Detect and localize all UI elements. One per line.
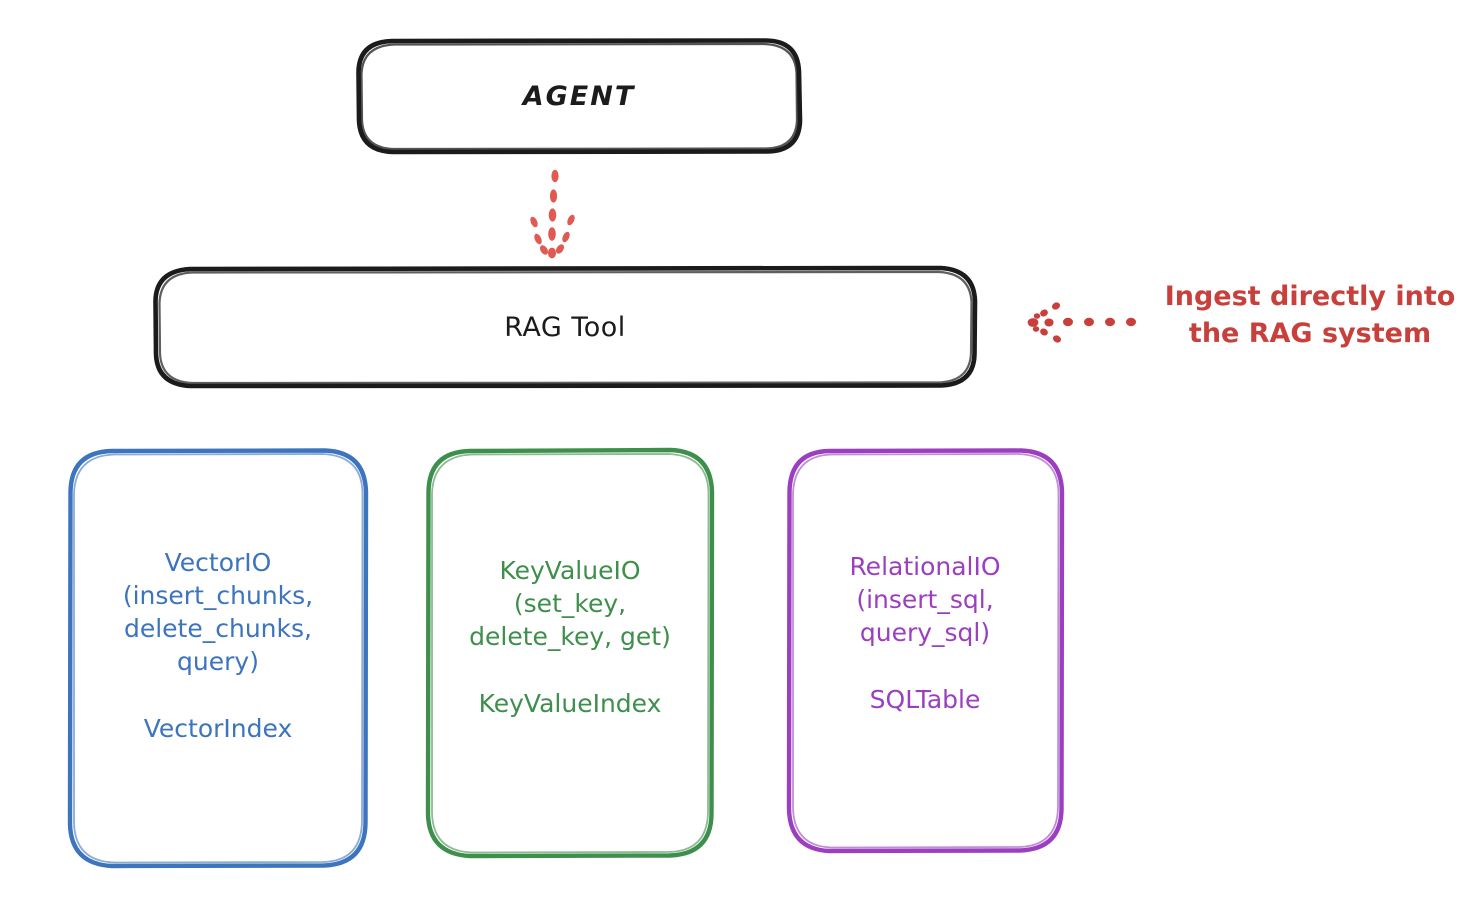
rag-tool-box-outline <box>153 265 978 389</box>
key-value-io-index-label: KeyValueIndex <box>478 689 662 718</box>
vector-io-index-label: VectorIndex <box>143 714 293 743</box>
vector-io-api-label: VectorIO (insert_chunks, delete_chunks, … <box>122 548 314 676</box>
relational-io-node[interactable]: RelationalIO (insert_sql, query_sql) SQL… <box>789 450 1061 850</box>
key-value-io-box-outline <box>425 447 715 859</box>
rag-tool-node-label: RAG Tool <box>504 311 626 343</box>
agent-node-label: AGENT <box>522 81 636 112</box>
agent-to-rag-arrow <box>530 169 575 259</box>
ingest-to-rag-arrow <box>1027 302 1136 343</box>
rag-tool-node[interactable]: RAG Tool <box>155 268 975 386</box>
key-value-io-api-label: KeyValueIO (set_key, delete_key, get) <box>469 556 671 651</box>
relational-io-box-outline <box>786 448 1065 854</box>
relational-io-index-label: SQLTable <box>869 685 981 714</box>
vector-io-node[interactable]: VectorIO (insert_chunks, delete_chunks, … <box>70 450 366 866</box>
agent-box-outline <box>356 38 803 155</box>
relational-io-api-label: RelationalIO (insert_sql, query_sql) <box>849 552 1001 647</box>
key-value-io-node[interactable]: KeyValueIO (set_key, delete_key, get) Ke… <box>428 450 712 856</box>
agent-node[interactable]: AGENT <box>358 40 800 153</box>
vector-io-box-outline <box>67 448 369 869</box>
ingest-annotation-label: Ingest directly into the RAG system <box>1164 281 1456 349</box>
